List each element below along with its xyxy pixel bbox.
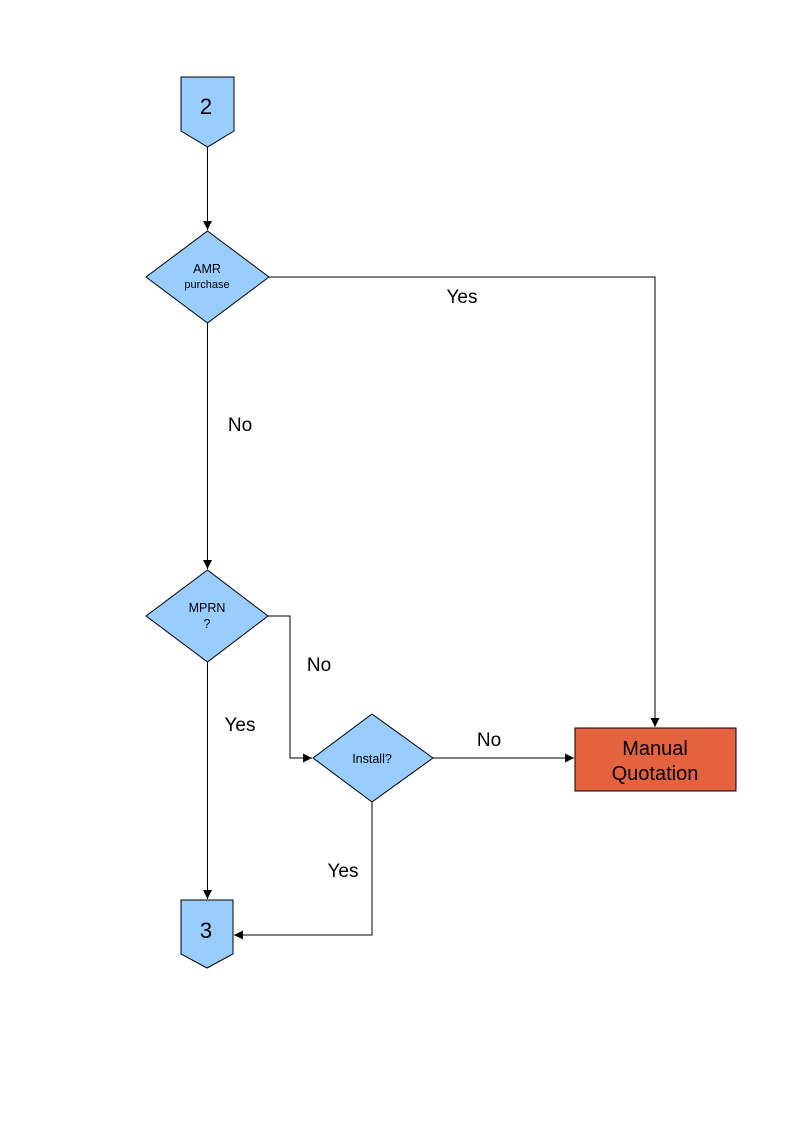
node-connector-2: 2 bbox=[180, 76, 235, 148]
edge-label-yes-install: Yes bbox=[328, 861, 359, 882]
edge-label-yes-amr: Yes bbox=[447, 287, 478, 308]
mprn-shape bbox=[145, 569, 269, 663]
edge-label-no-mprn: No bbox=[307, 655, 331, 676]
amr-purchase-shape bbox=[145, 230, 270, 324]
install-label: Install? bbox=[352, 752, 392, 766]
mprn-label-line1: MPRN bbox=[189, 601, 226, 615]
edge-label-yes-mprn: Yes bbox=[225, 715, 256, 736]
manual-quotation-label-line2: Quotation bbox=[612, 763, 699, 785]
mprn-label-line2: ? bbox=[204, 617, 211, 631]
node-connector-3: 3 bbox=[180, 899, 234, 969]
node-install: Install? bbox=[312, 713, 434, 803]
connector-2-label: 2 bbox=[200, 94, 212, 119]
node-amr-purchase: AMR purchase bbox=[145, 230, 270, 324]
manual-quotation-shape bbox=[574, 727, 737, 792]
connector-3-shape bbox=[180, 899, 234, 969]
node-mprn: MPRN ? bbox=[145, 569, 269, 663]
edge-amr-to-manual-quotation bbox=[269, 276, 660, 727]
install-shape bbox=[312, 713, 434, 803]
amr-purchase-label-line2: purchase bbox=[184, 279, 229, 291]
connector-3-label: 3 bbox=[200, 918, 212, 943]
edge-label-no-install: No bbox=[477, 730, 501, 751]
node-manual-quotation: Manual Quotation bbox=[574, 727, 737, 792]
edge-install-to-connector3 bbox=[234, 802, 373, 940]
edge-mprn-to-install bbox=[268, 615, 312, 763]
manual-quotation-label-line1: Manual bbox=[622, 738, 688, 760]
amr-purchase-label-line1: AMR bbox=[193, 262, 221, 276]
connector-2-shape bbox=[180, 76, 235, 148]
edge-label-no-amr: No bbox=[228, 415, 252, 436]
